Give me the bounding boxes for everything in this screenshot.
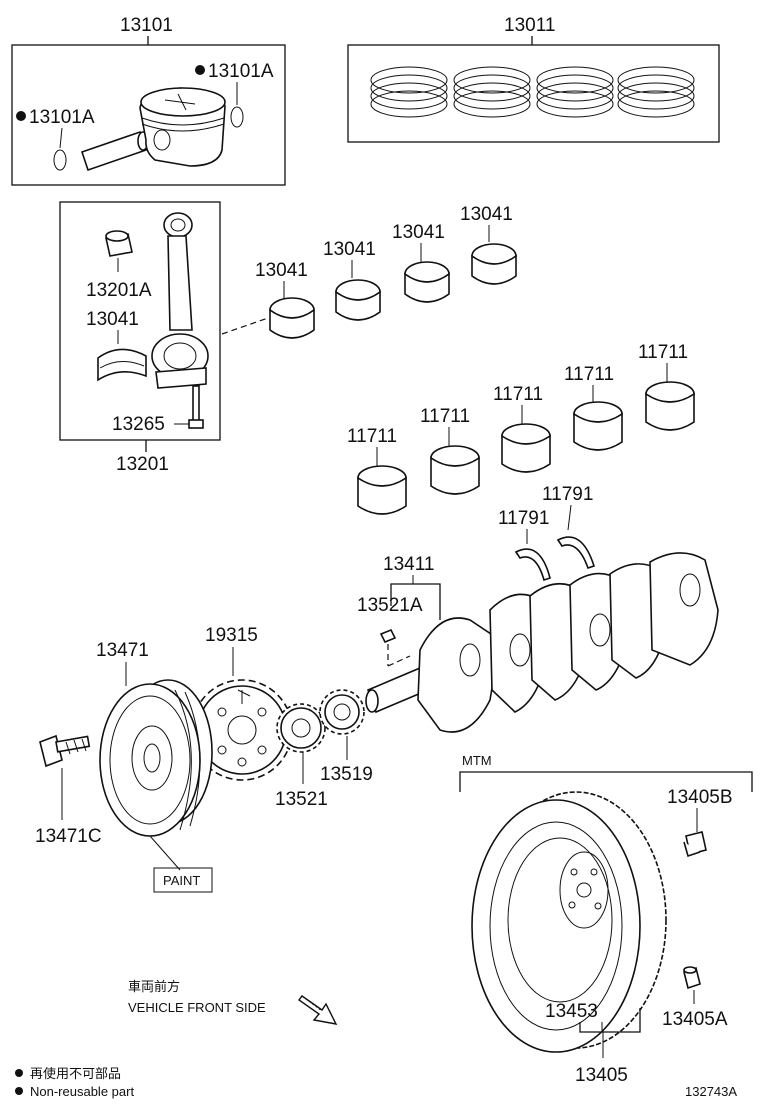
label-13101A-left: 13101A [29, 107, 95, 128]
main-bearing-3 [501, 423, 551, 473]
legend-text-jp: 再使用不可部品 [30, 1066, 121, 1081]
label-13405B: 13405B [667, 787, 733, 808]
connecting-rod-bushing [105, 230, 133, 257]
main-bearing-5 [645, 381, 695, 431]
connecting-rod-bearing [97, 348, 147, 382]
label-13041-1: 13041 [255, 260, 308, 281]
legend-text-en: Non-reusable part [30, 1084, 134, 1099]
label-11791-2: 11791 [542, 484, 593, 505]
rod-bearing-2 [335, 279, 381, 321]
connecting-rod-group: 13201 13201A 13041 13265 [59, 201, 269, 475]
front-side-label-jp: 車両前方 [128, 979, 180, 994]
flywheel-dowel-pin [683, 966, 701, 990]
connecting-rod [151, 212, 209, 389]
crankshaft-sprocket-13521 [276, 703, 326, 753]
paint-note: PAINT [163, 873, 200, 888]
front-side-label-en: VEHICLE FRONT SIDE [128, 1000, 266, 1015]
label-11711-2: 11711 [420, 406, 470, 427]
crankshaft-group: 13411 13521A [357, 552, 719, 733]
crankshaft [365, 552, 719, 733]
label-13201A: 13201A [86, 280, 152, 301]
piston-sub-assembly-group: 13101 13101A 13101A [11, 15, 286, 186]
non-reusable-dot-icon [15, 1087, 23, 1095]
label-19315: 19315 [205, 625, 258, 646]
label-11711-3: 11711 [493, 384, 543, 405]
main-bearing-2 [430, 445, 480, 495]
piston-ring-set-2 [453, 66, 531, 118]
label-13101A-right: 13101A [208, 61, 274, 82]
legend: 再使用不可部品 Non-reusable part [15, 1066, 134, 1099]
crank-angle-sensor-plate [191, 679, 293, 781]
label-13201: 13201 [116, 454, 169, 475]
label-11711-4: 11711 [564, 364, 614, 385]
piston-pin [80, 130, 149, 172]
front-arrow-icon [298, 995, 338, 1025]
mtm-label: MTM [462, 753, 492, 768]
piston-ring-set-group: 13011 [347, 15, 720, 143]
vehicle-front-indicator: 車両前方 VEHICLE FRONT SIDE [128, 979, 338, 1025]
label-13011: 13011 [504, 15, 555, 36]
label-13471C: 13471C [35, 826, 102, 847]
piston-ring-set-1 [370, 66, 448, 118]
crankshaft-pulley-group: 13471 13471C PAINT [35, 640, 213, 893]
rod-bearings: 13041 13041 13041 13041 [255, 204, 517, 339]
label-13265: 13265 [112, 414, 165, 435]
crankshaft-sprocket-13519 [319, 689, 365, 735]
crank-key [379, 628, 397, 644]
label-13405A: 13405A [662, 1009, 728, 1030]
flywheel-group: MTM 13405B 13405A 13453 13 [459, 753, 753, 1086]
rod-bearing-1 [269, 297, 315, 339]
label-13411: 13411 [383, 554, 434, 575]
piston [139, 87, 226, 167]
label-13521: 13521 [275, 789, 328, 810]
thrust-washer-1 [514, 548, 551, 582]
timing-gears: 19315 13521 13519 [191, 625, 373, 810]
main-bearing-4 [573, 401, 623, 451]
thrust-washer-2 [556, 536, 596, 570]
label-13453: 13453 [545, 1001, 598, 1022]
connecting-rod-bolt [188, 385, 204, 429]
non-reusable-dot-icon [15, 1069, 23, 1077]
thrust-washers: 11791 11791 [498, 484, 596, 582]
label-13405: 13405 [575, 1065, 628, 1086]
figure-id: 132743A [685, 1084, 737, 1099]
rod-bearing-3 [404, 261, 450, 303]
label-13041-2: 13041 [323, 239, 376, 260]
label-13041-4: 13041 [460, 204, 513, 225]
label-11711-5: 11711 [638, 342, 688, 363]
label-13521A: 13521A [357, 595, 423, 616]
label-13041-rod: 13041 [86, 309, 139, 330]
label-13101: 13101 [120, 15, 173, 36]
main-bearing-1 [357, 465, 407, 515]
snap-ring-right [230, 106, 244, 128]
crankshaft-pulley [99, 679, 213, 837]
non-reusable-dot-icon [195, 65, 205, 75]
main-bearings: 11711 11711 11711 11711 11711 [347, 342, 695, 515]
label-11791-1: 11791 [498, 508, 549, 529]
non-reusable-dot-icon [16, 111, 26, 121]
flywheel [471, 791, 667, 1053]
crankshaft-pulley-bolt [39, 734, 91, 768]
label-13041-3: 13041 [392, 222, 445, 243]
piston-ring-set-4 [617, 66, 695, 118]
label-13519: 13519 [320, 764, 373, 785]
flywheel-bolt [683, 831, 707, 858]
label-13471: 13471 [96, 640, 149, 661]
label-11711-1: 11711 [347, 426, 397, 447]
rod-bearing-4 [471, 243, 517, 285]
piston-ring-set-3 [536, 66, 614, 118]
snap-ring-left [53, 149, 67, 171]
